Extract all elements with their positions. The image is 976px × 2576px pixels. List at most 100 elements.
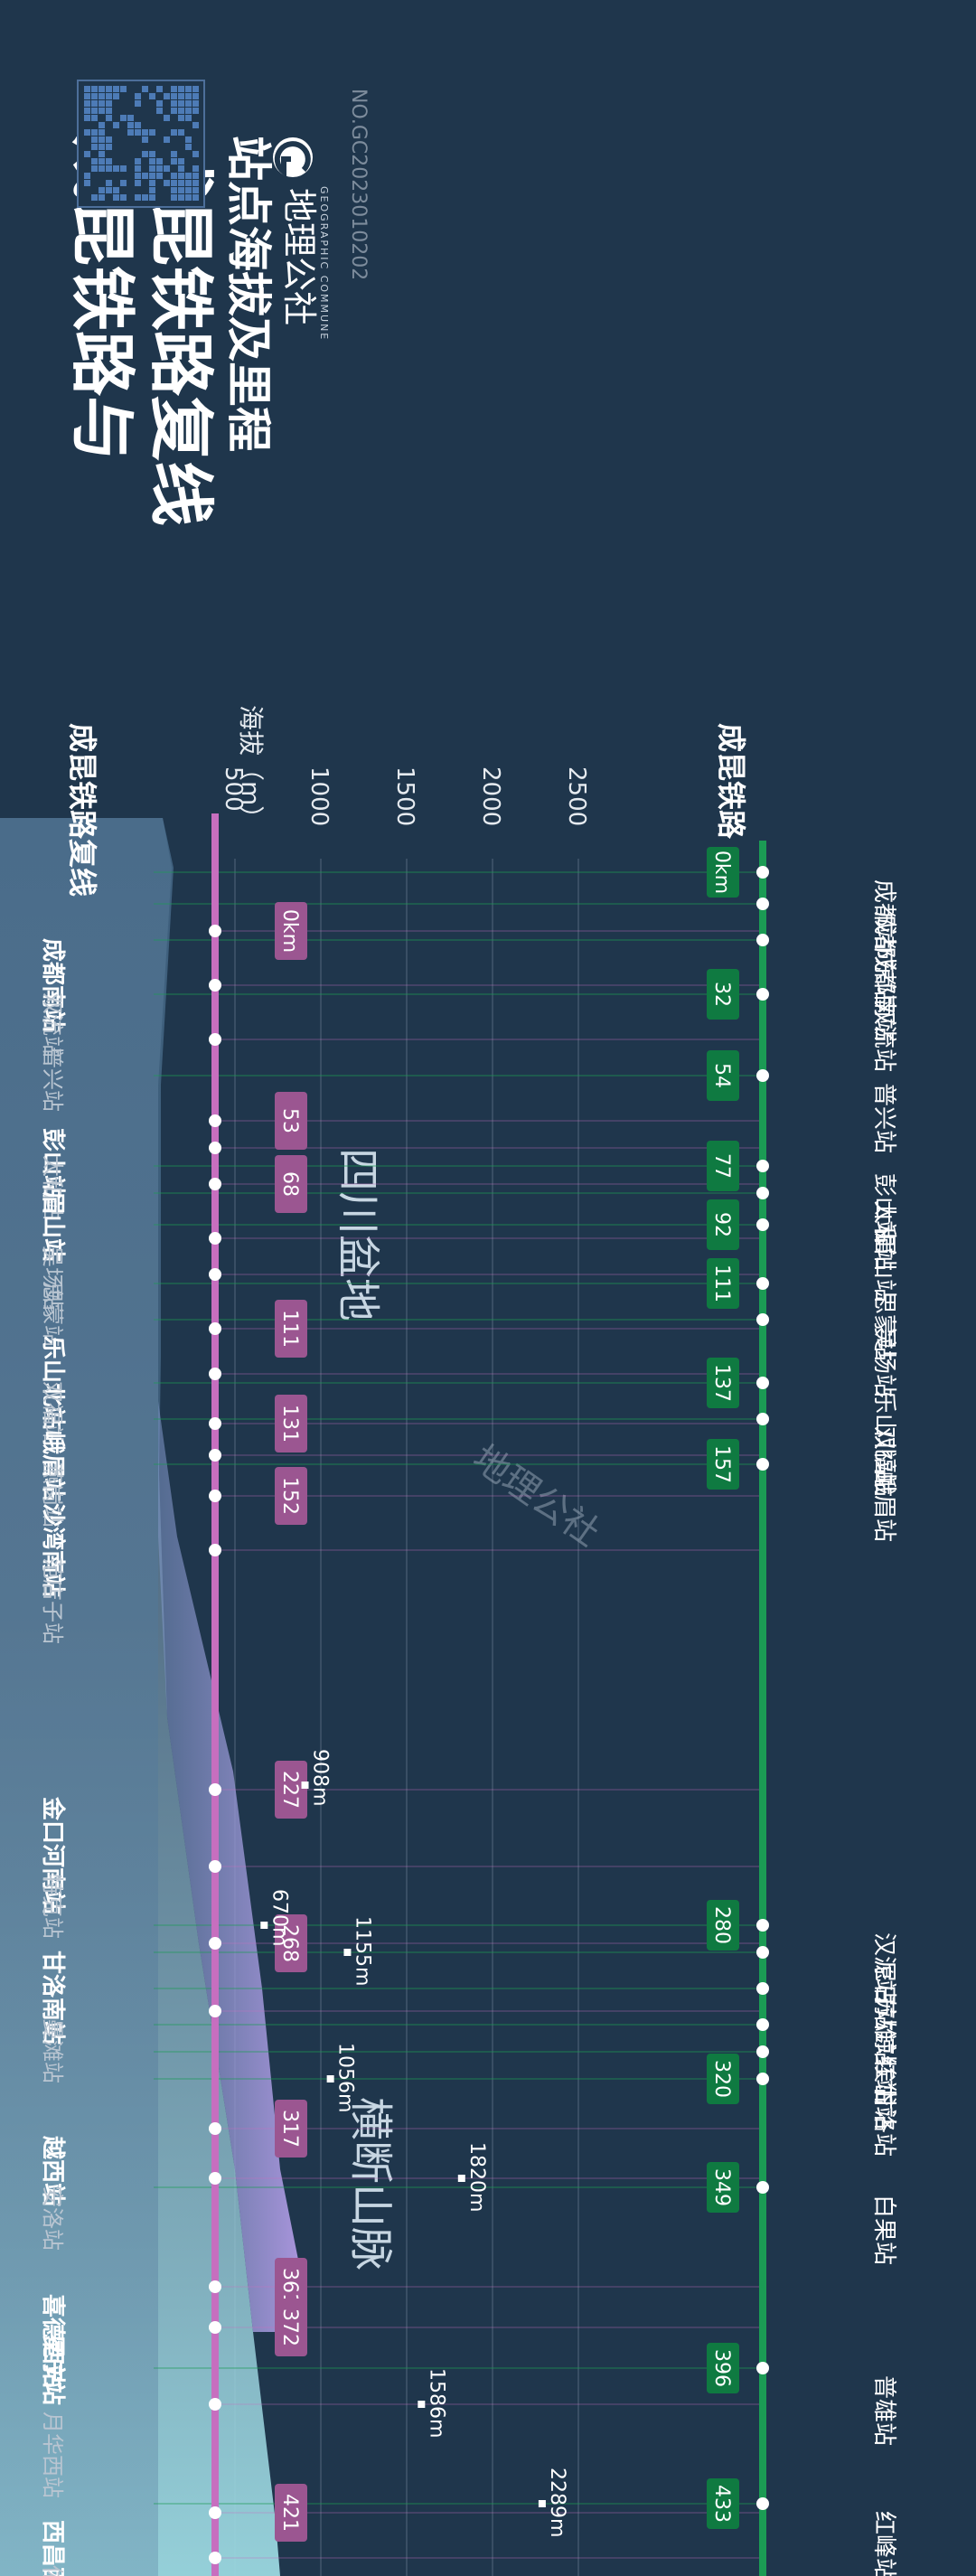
qr-module (156, 108, 163, 114)
qr-module (99, 129, 105, 136)
qr-module (185, 144, 192, 150)
qr-module (178, 165, 184, 172)
new-station: 思蒙站 (40, 1268, 221, 1347)
new-line-name: 成昆铁路复线 (65, 723, 99, 897)
qr-module (113, 93, 119, 99)
km-label: 433 (710, 2485, 733, 2523)
qr-module (106, 144, 112, 150)
station-dot (209, 1449, 221, 1462)
station-name: 汉源站 (870, 1932, 897, 2003)
qr-module (127, 115, 134, 121)
station-name: 苏雄站 (870, 1996, 897, 2066)
qr-module (156, 86, 163, 92)
qr-module (185, 100, 192, 107)
km-label: 131 (278, 1405, 301, 1443)
station-dot (756, 1313, 769, 1326)
km-label: 396 (710, 2349, 733, 2387)
km-label: 372 (278, 2308, 301, 2346)
qr-module (149, 180, 155, 186)
qr-module (156, 173, 163, 179)
qr-module (192, 187, 199, 193)
elevation-marker (343, 1949, 352, 1956)
station-name: 彭山站 (870, 1173, 897, 1244)
brand-logo (273, 137, 313, 177)
terrain-profile (0, 818, 305, 2576)
new-station: 冕宁站 372 (39, 2299, 307, 2405)
elevation-label: 1586m (425, 2368, 447, 2438)
station-name: 双福站 (870, 1426, 897, 1497)
qr-module (120, 165, 127, 172)
qr-module (185, 187, 192, 193)
km-badge (275, 1914, 307, 1972)
qr-module (192, 86, 199, 92)
old-station: 成都东站 (756, 898, 897, 1005)
km-label: 32 (710, 982, 733, 1007)
qr-module (164, 115, 170, 121)
qr-module (113, 165, 119, 172)
km-badge (275, 1761, 307, 1819)
elevation-marker (301, 1782, 309, 1789)
km-label: 68 (278, 1171, 301, 1197)
station-name: 乐山北站 (39, 1336, 66, 1430)
station-name: 特克站 (40, 1874, 65, 1939)
qr-module (192, 194, 199, 201)
qr-module (84, 151, 90, 157)
qr-module (178, 180, 184, 186)
qr-module (99, 136, 105, 143)
station-name: 双流站 (870, 1001, 897, 1072)
subtitle: 站点海拔及里程 (222, 136, 276, 452)
old-station: 成都南站 (756, 934, 897, 1041)
km-badge (707, 969, 739, 1020)
station-dot (209, 1937, 221, 1950)
qr-module (120, 115, 127, 121)
km-label: 137 (710, 1364, 733, 1402)
station-name: 冕宁站 (39, 2335, 67, 2405)
station-name: 埃岱站 (870, 2059, 897, 2129)
km-badge (707, 1358, 739, 1408)
station-dot (756, 988, 769, 1001)
qr-module (91, 100, 98, 107)
station-dot (756, 2362, 769, 2374)
qr-module (99, 122, 105, 128)
logo-mark (274, 141, 311, 177)
qr-module (135, 165, 141, 172)
km-badge (275, 1467, 307, 1525)
station-dot (209, 1783, 221, 1796)
qr-module (99, 86, 105, 92)
station-dot (209, 2506, 221, 2519)
qr-module (149, 158, 155, 165)
qr-module (156, 100, 163, 107)
qr-module (113, 122, 119, 128)
qr-module (178, 93, 184, 99)
km-badge (275, 902, 307, 960)
station-dot (756, 934, 769, 946)
qr-module (164, 93, 170, 99)
station-name: 太和站 (870, 1200, 897, 1271)
new-station: 特克站 (40, 1860, 221, 1939)
km-badge (707, 1050, 739, 1101)
qr-module (192, 100, 199, 107)
qr-module (91, 158, 98, 165)
km-label: 53 (278, 1108, 301, 1133)
station-dot (209, 979, 221, 992)
qr-module (149, 173, 155, 179)
new-station: 曼滩站 (40, 2005, 221, 2083)
station-dot (209, 2321, 221, 2334)
station-name: 眉山站 (870, 1232, 897, 1302)
qr-module (149, 93, 155, 99)
station-name: 吴场站 (870, 1327, 897, 1397)
axis-tick-label: 500 (220, 766, 247, 812)
station-dot (209, 1322, 221, 1335)
km-label: 111 (710, 1264, 733, 1302)
qr-module (120, 86, 127, 92)
qr-module (99, 100, 105, 107)
qr-module (91, 165, 98, 172)
